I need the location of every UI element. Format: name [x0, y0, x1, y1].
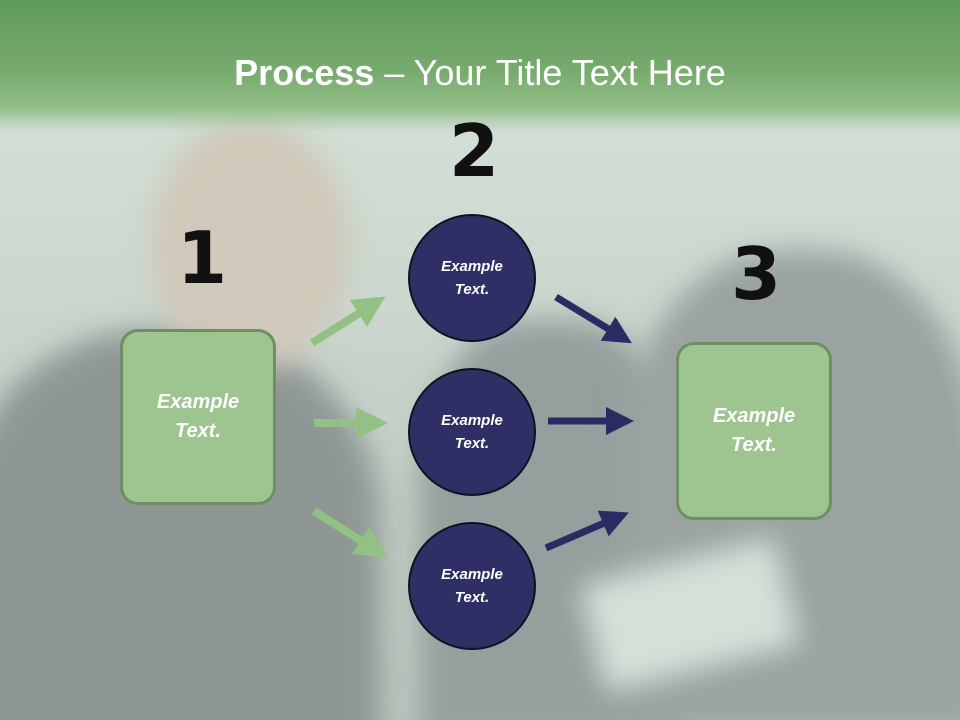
process-circle-bottom-label: Example Text.: [441, 566, 503, 606]
process-circle-bottom: Example Text.: [408, 522, 536, 650]
process-circle-top: Example Text.: [408, 214, 536, 342]
arrow-green-up: [309, 296, 386, 347]
step-number-1: 1: [177, 216, 228, 300]
process-circle-middle-label: Example Text.: [441, 412, 503, 452]
step-number-2: 2: [449, 109, 500, 193]
step-number-3: 3: [731, 232, 782, 316]
process-circle-top-label: Example Text.: [441, 258, 503, 298]
process-box-start-label: Example Text.: [156, 391, 240, 442]
arrow-green-down: [311, 507, 388, 558]
title-bold: Process: [234, 52, 375, 93]
process-box-start: Example Text.: [120, 329, 276, 505]
process-circle-middle: Example Text.: [408, 368, 536, 496]
arrow-navy-down: [554, 294, 632, 344]
process-box-end: Example Text.: [676, 342, 832, 520]
process-box-end-label: Example Text.: [712, 405, 796, 456]
slide-title: Process – Your Title Text Here: [0, 52, 960, 94]
title-rest: – Your Title Text Here: [374, 52, 726, 93]
arrow-navy-up: [544, 510, 629, 552]
header-band: [0, 0, 960, 132]
